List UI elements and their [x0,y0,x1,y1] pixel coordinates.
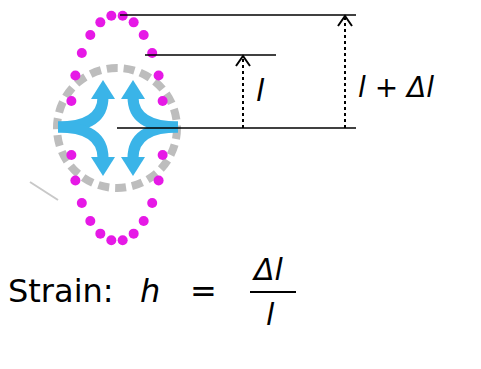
particle-dot [129,17,139,27]
formula-text: = [190,275,217,307]
arrowhead [121,80,145,99]
particle-dot [118,11,128,21]
particle-dot [70,70,80,80]
particle-dot [77,198,87,208]
particle-dot [77,48,87,58]
arrowhead [236,56,250,66]
dimension-line [120,14,356,16]
stretched-length-label: l + Δl [358,74,434,102]
particle-dot [158,150,168,160]
particle-dot [106,11,116,21]
formula-symbol: h [140,275,160,307]
particle-dot [106,235,116,245]
fraction-bar [250,291,296,293]
particle-dot [85,216,95,226]
formula-text: Strain: [8,275,114,307]
particle-dot [147,48,157,58]
dimension-line [145,54,276,56]
fraction-denominator: l [266,300,274,330]
particle-dot [129,229,139,239]
particle-dot [139,30,149,40]
arrowhead [338,16,352,26]
particle-dot [95,229,105,239]
dimension-line [117,127,356,129]
dimension-lines [117,15,356,128]
length-label: l [256,76,264,106]
particle-dot [139,216,149,226]
particle-dot [154,70,164,80]
particle-dot [154,176,164,186]
fraction-numerator: Δl [254,255,283,285]
dimension-arrows [236,16,352,128]
particle-dot [85,30,95,40]
particle-dot [70,176,80,186]
particle-dot [158,96,168,106]
particle-dot [66,96,76,106]
particle-dot [118,235,128,245]
arrowhead [91,157,115,176]
faint-line [30,182,58,200]
particle-dot [95,17,105,27]
force-arrow [133,127,178,158]
dimension-arrow [344,18,346,128]
arrowhead [121,157,145,176]
dimension-arrow [242,58,244,128]
particle-dot [66,150,76,160]
arrowhead [91,80,115,99]
force-arrow [58,127,103,158]
particle-dot [147,198,157,208]
